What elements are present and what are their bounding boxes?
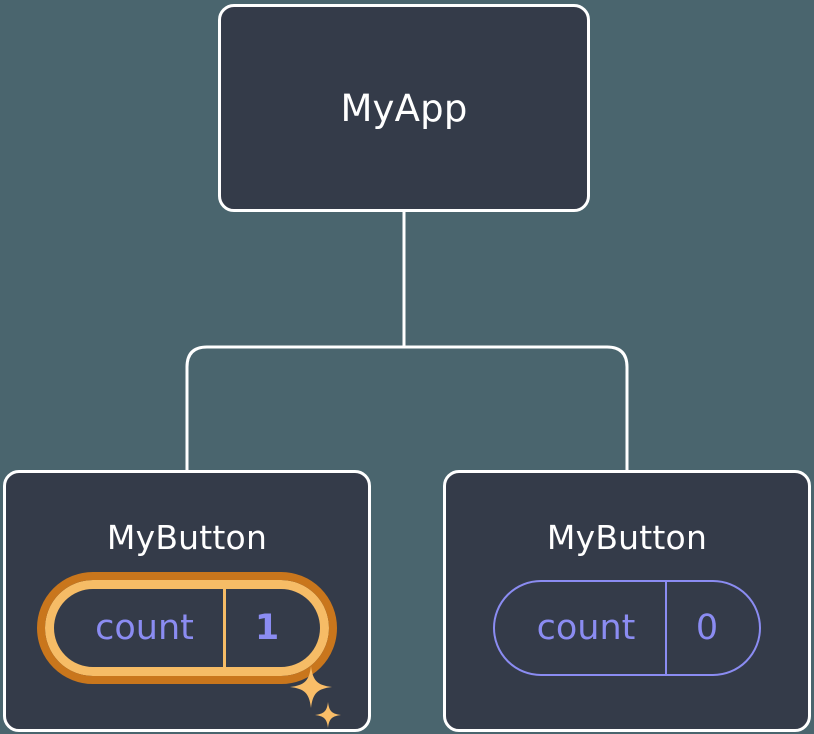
node-mybutton-left[interactable]: MyButton count 1 bbox=[3, 470, 371, 732]
state-pill-right[interactable]: count 0 bbox=[493, 580, 761, 676]
node-mybutton-right-title: MyButton bbox=[546, 518, 708, 557]
state-pill-left-value: 1 bbox=[254, 607, 280, 648]
state-pill-right-wrap: count 0 bbox=[493, 580, 761, 676]
state-pill-right-value: 0 bbox=[695, 607, 719, 648]
state-pill-left-key: count bbox=[54, 589, 226, 667]
connector-branch bbox=[185, 345, 629, 470]
node-mybutton-right[interactable]: MyButton count 0 bbox=[443, 470, 811, 732]
sparkle-small-icon bbox=[315, 702, 341, 728]
node-mybutton-left-title: MyButton bbox=[106, 518, 268, 557]
state-pill-left-wrap: count 1 bbox=[37, 572, 341, 728]
state-pill-left[interactable]: count 1 bbox=[37, 572, 337, 684]
state-pill-right-key: count bbox=[495, 582, 667, 674]
node-myapp[interactable]: MyApp bbox=[218, 4, 590, 212]
node-myapp-title: MyApp bbox=[340, 86, 468, 130]
